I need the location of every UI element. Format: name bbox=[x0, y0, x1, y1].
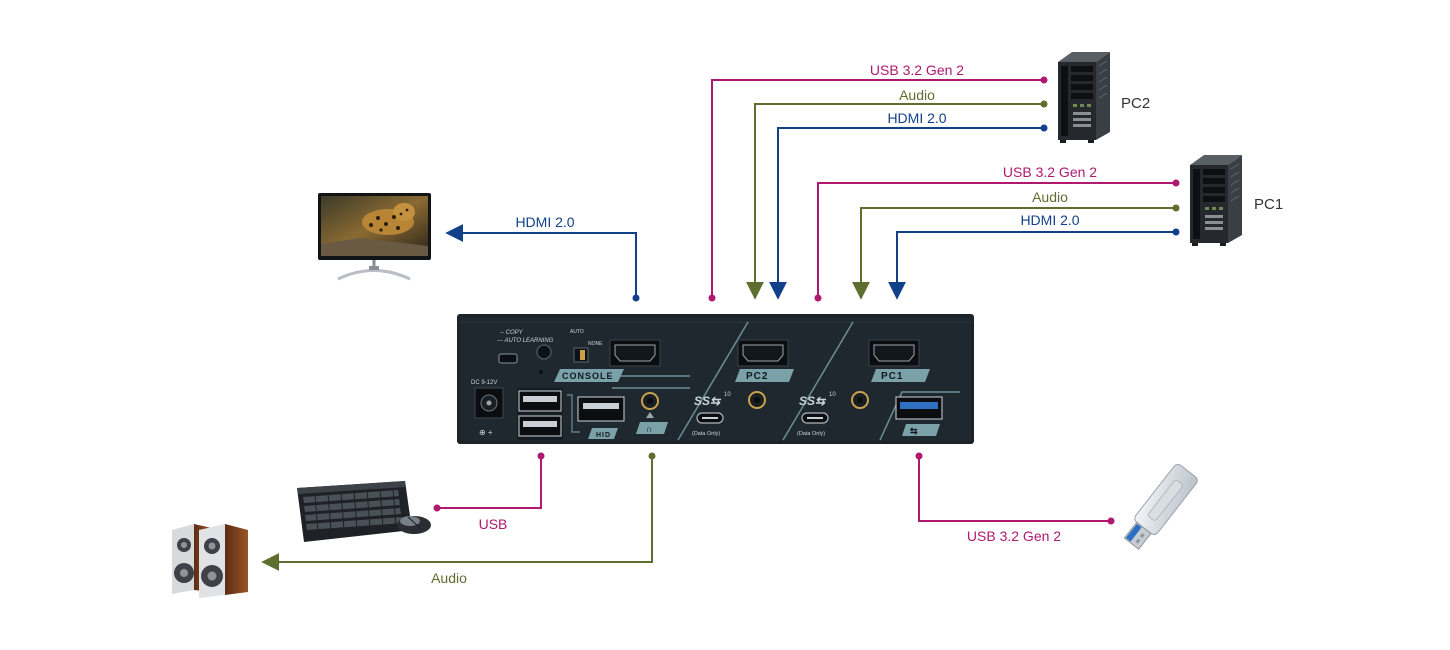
speaker-audio-line bbox=[261, 456, 653, 571]
pc2-hdmi-line bbox=[769, 127, 1044, 300]
dot-kvm-audio-out bbox=[648, 452, 656, 460]
usb-a-3-2-port bbox=[895, 396, 943, 420]
monitor-hdmi-line bbox=[445, 224, 637, 298]
panel-ss10-pc1: 10 bbox=[829, 392, 836, 398]
dot-pc2-usb bbox=[1040, 76, 1048, 84]
dot-kvm-usb-pc2 bbox=[708, 294, 716, 302]
label-monitor-hdmi: HDMI 2.0 bbox=[515, 214, 574, 230]
console-tab bbox=[554, 369, 624, 382]
panel-ss10-pc2: 10 bbox=[724, 392, 731, 398]
keyboard-mouse-icon bbox=[297, 481, 431, 542]
dot-kvm-hdmi-out bbox=[632, 294, 640, 302]
usb-a-console-ports bbox=[517, 388, 563, 440]
audio-jack-pc2 bbox=[748, 391, 766, 409]
usb-c-port-pc1 bbox=[801, 412, 829, 424]
dot-kvm-usb-pc1 bbox=[814, 294, 822, 302]
connection-labels: USB 3.2 Gen 2 Audio HDMI 2.0 USB 3.2 Gen… bbox=[431, 62, 1097, 586]
dot-kvm-usb-console bbox=[537, 452, 545, 460]
panel-console-label: CONSOLE bbox=[562, 371, 614, 381]
panel-pc1-label: PC1 bbox=[881, 371, 903, 382]
panel-pc2-label: PC2 bbox=[746, 371, 768, 382]
pc2-audio-line bbox=[746, 103, 1044, 300]
dot-pc2-hdmi bbox=[1040, 124, 1048, 132]
panel-hid-label: HID bbox=[596, 432, 611, 439]
svg-text:SS⇆: SS⇆ bbox=[694, 394, 722, 408]
panel-none-label: NONE bbox=[588, 341, 603, 347]
pc1-tab bbox=[871, 369, 930, 382]
svg-text:∩: ∩ bbox=[646, 424, 652, 434]
hdmi-port-console bbox=[609, 339, 661, 367]
usb-a-hid-port bbox=[577, 396, 625, 422]
dot-pc1-usb bbox=[1172, 179, 1180, 187]
label-pc2-usb: USB 3.2 Gen 2 bbox=[870, 62, 964, 78]
pc1-label: PC1 bbox=[1254, 196, 1283, 213]
drive-usb-line bbox=[918, 456, 1111, 522]
hdmi-port-pc1 bbox=[868, 339, 920, 367]
hotkey-button bbox=[536, 344, 552, 360]
pc1-usb-line bbox=[817, 182, 1176, 298]
speakers-icon bbox=[172, 524, 248, 598]
audio-jack-pc1 bbox=[851, 391, 869, 409]
tower-pc-icon bbox=[1058, 52, 1110, 143]
dot-pc1-audio bbox=[1172, 204, 1180, 212]
label-pc2-hdmi: HDMI 2.0 bbox=[887, 110, 946, 126]
svg-text:⊕ +: ⊕ + bbox=[479, 428, 493, 437]
pc1-audio-line bbox=[852, 207, 1176, 300]
svg-text:⇆: ⇆ bbox=[910, 426, 918, 436]
monitor-icon bbox=[318, 193, 431, 281]
dot-pc1-hdmi bbox=[1172, 228, 1180, 236]
mini-usb-port bbox=[498, 353, 518, 364]
panel-data-only-pc1: (Data Only) bbox=[797, 431, 825, 437]
panel-data-only-pc2: (Data Only) bbox=[692, 431, 720, 437]
label-drive-usb: USB 3.2 Gen 2 bbox=[967, 528, 1061, 544]
usb-flash-drive-icon bbox=[1123, 464, 1198, 550]
panel-copy-label: -- COPY bbox=[500, 330, 524, 336]
dot-pc2-audio bbox=[1040, 100, 1048, 108]
panel-dc-label: DC 9-12V bbox=[471, 380, 497, 386]
connection-dots bbox=[433, 76, 1180, 525]
dot-keyboard bbox=[433, 504, 441, 512]
panel-auto-label: AUTO bbox=[570, 329, 584, 335]
pc1-hdmi-line bbox=[888, 231, 1176, 300]
label-keyboard-usb: USB bbox=[479, 516, 508, 532]
label-pc1-audio: Audio bbox=[1032, 189, 1068, 205]
svg-text:SS⇆: SS⇆ bbox=[799, 394, 827, 408]
audio-jack-console: ∩ bbox=[636, 392, 668, 434]
kvm-switch: -- COPY --- AUTO LEARNING AUTO NONE CONS… bbox=[457, 314, 974, 444]
hid-tab bbox=[588, 428, 618, 439]
tower-pc-icon bbox=[1190, 155, 1242, 246]
label-pc1-usb: USB 3.2 Gen 2 bbox=[1003, 164, 1097, 180]
pc2-label: PC2 bbox=[1121, 95, 1150, 112]
keyboard-usb-line bbox=[437, 456, 542, 509]
label-pc1-hdmi: HDMI 2.0 bbox=[1020, 212, 1079, 228]
label-pc2-audio: Audio bbox=[899, 87, 935, 103]
label-speaker-audio: Audio bbox=[431, 570, 467, 586]
pc2-tab bbox=[735, 369, 794, 382]
usb-c-port-pc2 bbox=[696, 412, 724, 424]
connection-lines bbox=[261, 79, 1176, 571]
panel-auto-learning-label: --- AUTO LEARNING bbox=[497, 338, 554, 344]
hdmi-port-pc2 bbox=[737, 339, 789, 367]
pc2-usb-line bbox=[711, 79, 1044, 298]
dot-usb-drive bbox=[1107, 517, 1115, 525]
dot-kvm-usb-port bbox=[915, 452, 923, 460]
